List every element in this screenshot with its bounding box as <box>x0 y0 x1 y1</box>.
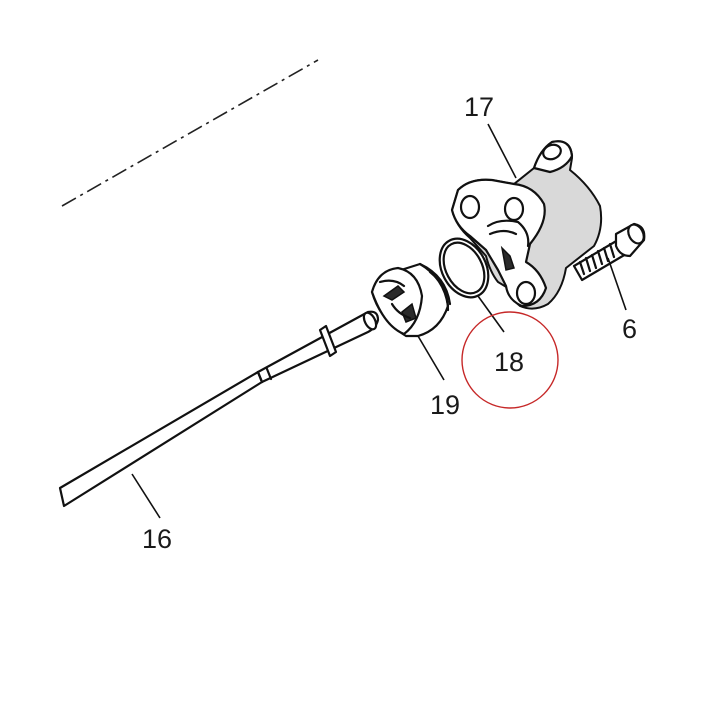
bolt-part-6 <box>572 222 646 282</box>
o-ring-part-18 <box>438 237 490 299</box>
leader-6 <box>607 257 627 311</box>
leader-18 <box>477 295 505 333</box>
callout-19: 19 <box>430 390 460 420</box>
caliper-housing-part-17 <box>450 140 603 310</box>
piston-part-19 <box>370 262 452 338</box>
leader-16 <box>131 473 161 519</box>
leader-19 <box>417 335 445 381</box>
callout-16: 16 <box>142 524 172 554</box>
axis-centerline <box>61 59 319 207</box>
callout-6: 6 <box>622 314 637 344</box>
leader-17 <box>487 123 517 179</box>
callout-18: 18 <box>494 347 524 377</box>
callout-17: 17 <box>464 92 494 122</box>
highlight-circle <box>461 311 559 409</box>
rod-part-16 <box>58 310 380 508</box>
